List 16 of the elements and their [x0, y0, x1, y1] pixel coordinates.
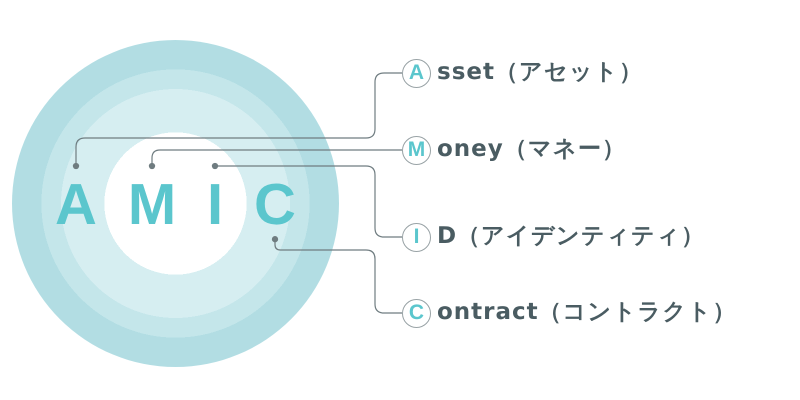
initial-letter: M	[128, 166, 176, 228]
term-label: D（アイデンティティ）	[437, 223, 706, 251]
initial-letter: A	[55, 166, 97, 228]
letter-circle: I	[402, 222, 431, 252]
term-label: oney（マネー）	[437, 136, 626, 164]
letter-circle: C	[402, 298, 431, 328]
letter-circle: M	[402, 136, 431, 164]
initial-letter: I	[206, 166, 224, 228]
initial-letter: C	[254, 182, 296, 240]
term-label: ontract（コントラクト）	[437, 299, 737, 327]
letter-circle: A	[402, 58, 431, 88]
term-label: sset（アセット）	[437, 59, 643, 87]
connector-line	[72, 72, 402, 170]
connector-line	[272, 236, 402, 314]
connector-line	[148, 149, 402, 170]
connector-line	[212, 162, 402, 238]
